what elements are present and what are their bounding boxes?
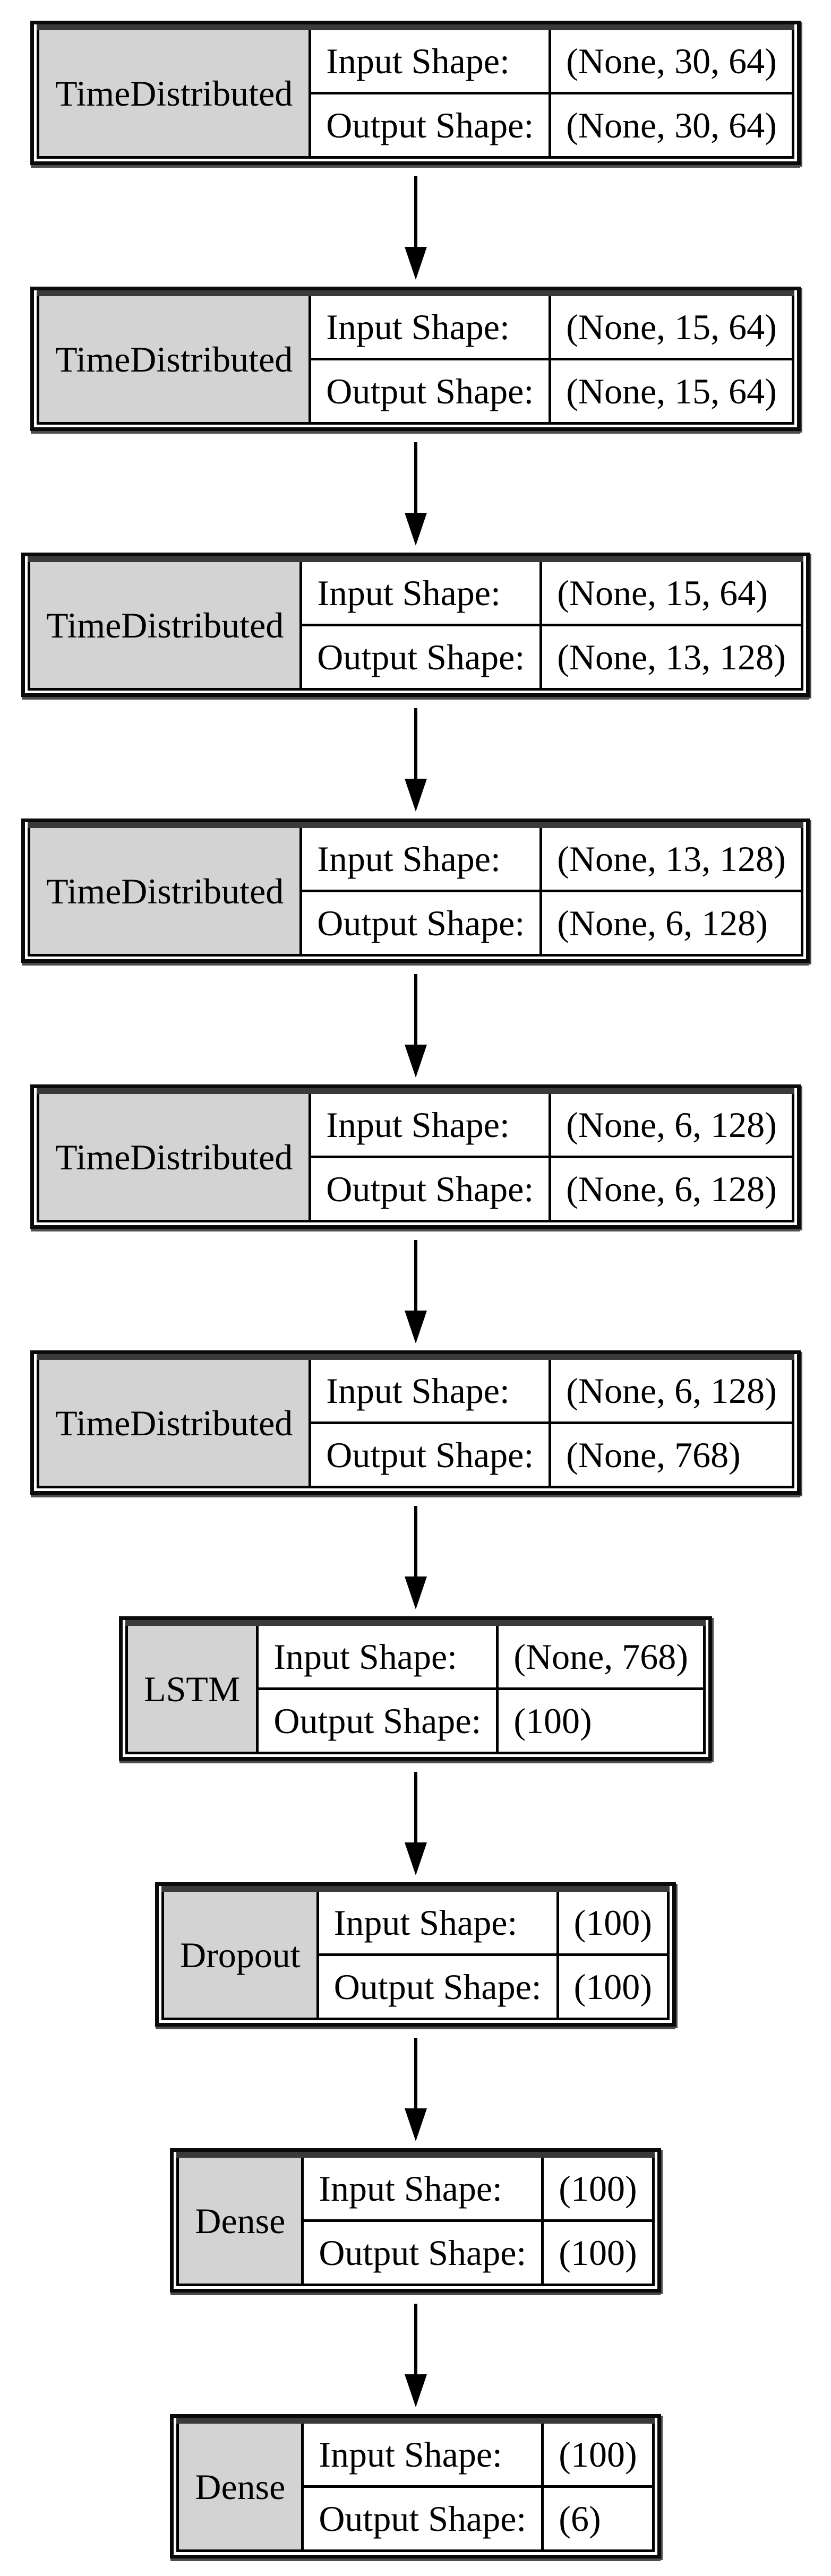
arrow-connector bbox=[404, 1761, 427, 1882]
arrow-connector bbox=[404, 697, 427, 819]
layer-node-dense-2: Dense Input Shape: (100) Output Shape: (… bbox=[170, 2414, 661, 2558]
input-shape-label: Input Shape: bbox=[299, 822, 543, 892]
input-shape-label: Input Shape: bbox=[316, 1886, 559, 1956]
arrow-shaft bbox=[414, 1240, 417, 1311]
input-shape-value: (None, 13, 128) bbox=[539, 822, 803, 892]
input-shape-value: (None, 6, 128) bbox=[549, 1354, 794, 1424]
input-shape-label: Input Shape: bbox=[256, 1620, 499, 1690]
layer-name-cell: TimeDistributed bbox=[28, 822, 303, 957]
output-shape-value: (None, 6, 128) bbox=[549, 1156, 794, 1222]
output-shape-label: Output Shape: bbox=[316, 1953, 559, 2020]
output-shape-value: (100) bbox=[556, 1953, 670, 2020]
arrow-head-icon bbox=[404, 1576, 427, 1609]
layer-node-timedistributed-4: TimeDistributed Input Shape: (None, 13, … bbox=[21, 819, 810, 963]
arrow-connector bbox=[404, 2293, 427, 2414]
arrow-connector bbox=[404, 1495, 427, 1616]
input-shape-label: Input Shape: bbox=[301, 2418, 544, 2488]
arrow-head-icon bbox=[404, 2374, 427, 2407]
output-shape-label: Output Shape: bbox=[256, 1687, 499, 1754]
arrow-shaft bbox=[414, 1506, 417, 1576]
input-shape-label: Input Shape: bbox=[309, 24, 552, 94]
output-shape-label: Output Shape: bbox=[301, 2485, 544, 2552]
layer-node-timedistributed-3: TimeDistributed Input Shape: (None, 15, … bbox=[21, 553, 810, 697]
arrow-head-icon bbox=[404, 513, 427, 546]
arrow-head-icon bbox=[404, 1311, 427, 1343]
layer-name-cell: TimeDistributed bbox=[28, 556, 303, 691]
input-shape-value: (100) bbox=[541, 2152, 655, 2222]
layer-name-cell: Dense bbox=[176, 2418, 304, 2552]
arrow-connector bbox=[404, 2027, 427, 2148]
arrow-connector bbox=[404, 1229, 427, 1350]
layer-node-timedistributed-1: TimeDistributed Input Shape: (None, 30, … bbox=[30, 21, 801, 165]
arrow-shaft bbox=[414, 176, 417, 247]
layer-node-dense-1: Dense Input Shape: (100) Output Shape: (… bbox=[170, 2148, 661, 2293]
output-shape-label: Output Shape: bbox=[299, 624, 543, 691]
layer-node-dropout: Dropout Input Shape: (100) Output Shape:… bbox=[155, 1882, 676, 2027]
layer-name-cell: TimeDistributed bbox=[37, 1354, 312, 1488]
layer-node-timedistributed-5: TimeDistributed Input Shape: (None, 6, 1… bbox=[30, 1084, 801, 1229]
layer-node-lstm: LSTM Input Shape: (None, 768) Output Sha… bbox=[119, 1616, 712, 1761]
arrow-connector bbox=[404, 165, 427, 287]
arrow-shaft bbox=[414, 2038, 417, 2108]
layer-name-cell: LSTM bbox=[125, 1620, 259, 1754]
arrow-shaft bbox=[414, 974, 417, 1045]
output-shape-value: (None, 6, 128) bbox=[539, 890, 803, 957]
output-shape-label: Output Shape: bbox=[309, 358, 552, 425]
arrow-shaft bbox=[414, 1772, 417, 1842]
input-shape-value: (100) bbox=[556, 1886, 670, 1956]
input-shape-label: Input Shape: bbox=[309, 290, 552, 360]
arrow-connector bbox=[404, 963, 427, 1084]
layer-name-cell: Dropout bbox=[161, 1886, 319, 2020]
arrow-head-icon bbox=[404, 1842, 427, 1875]
output-shape-label: Output Shape: bbox=[309, 1421, 552, 1488]
arrow-connector bbox=[404, 431, 427, 553]
arrow-head-icon bbox=[404, 247, 427, 280]
output-shape-value: (None, 13, 128) bbox=[539, 624, 803, 691]
output-shape-value: (None, 768) bbox=[549, 1421, 794, 1488]
layer-name-cell: TimeDistributed bbox=[37, 1088, 312, 1222]
arrow-head-icon bbox=[404, 2108, 427, 2141]
arrow-shaft bbox=[414, 442, 417, 513]
input-shape-value: (None, 30, 64) bbox=[549, 24, 794, 94]
output-shape-label: Output Shape: bbox=[309, 1156, 552, 1222]
input-shape-value: (100) bbox=[541, 2418, 655, 2488]
input-shape-value: (None, 768) bbox=[496, 1620, 706, 1690]
arrow-shaft bbox=[414, 708, 417, 779]
layer-node-timedistributed-6: TimeDistributed Input Shape: (None, 6, 1… bbox=[30, 1350, 801, 1495]
input-shape-value: (None, 6, 128) bbox=[549, 1088, 794, 1158]
layer-name-cell: TimeDistributed bbox=[37, 24, 312, 159]
arrow-head-icon bbox=[404, 779, 427, 812]
output-shape-value: (None, 15, 64) bbox=[549, 358, 794, 425]
input-shape-label: Input Shape: bbox=[301, 2152, 544, 2222]
arrow-shaft bbox=[414, 2304, 417, 2374]
input-shape-value: (None, 15, 64) bbox=[539, 556, 803, 626]
arrow-head-icon bbox=[404, 1045, 427, 1078]
output-shape-value: (6) bbox=[541, 2485, 655, 2552]
layer-name-cell: Dense bbox=[176, 2152, 304, 2286]
output-shape-label: Output Shape: bbox=[299, 890, 543, 957]
output-shape-value: (None, 30, 64) bbox=[549, 92, 794, 159]
input-shape-label: Input Shape: bbox=[299, 556, 543, 626]
input-shape-label: Input Shape: bbox=[309, 1354, 552, 1424]
output-shape-value: (100) bbox=[541, 2219, 655, 2286]
layer-name-cell: TimeDistributed bbox=[37, 290, 312, 425]
input-shape-value: (None, 15, 64) bbox=[549, 290, 794, 360]
output-shape-label: Output Shape: bbox=[301, 2219, 544, 2286]
input-shape-label: Input Shape: bbox=[309, 1088, 552, 1158]
output-shape-value: (100) bbox=[496, 1687, 706, 1754]
output-shape-label: Output Shape: bbox=[309, 92, 552, 159]
layer-node-timedistributed-2: TimeDistributed Input Shape: (None, 15, … bbox=[30, 287, 801, 431]
